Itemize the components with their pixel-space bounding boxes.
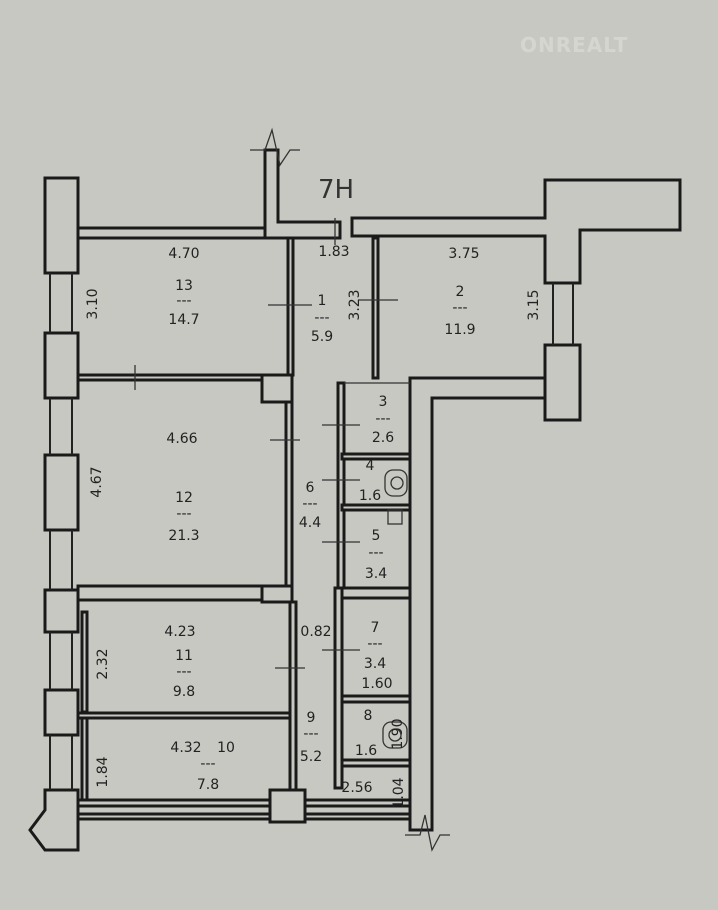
plan-label: --- (176, 506, 191, 522)
plan-label: --- (176, 664, 191, 680)
plan-label: 3.4 (365, 566, 387, 582)
walls (28, 127, 682, 852)
room-1: 1--- 5.9 (311, 293, 333, 345)
room-9: 9--- 5.2 (300, 710, 322, 765)
plan-label: 4.4 (299, 515, 321, 531)
plan-label: 1.84 (95, 756, 111, 787)
plan-label: --- (302, 496, 317, 512)
plan-label: --- (367, 636, 382, 652)
plan-label: 7 (371, 620, 380, 636)
apartment-title: 7Н (318, 175, 354, 205)
plan-label: --- (452, 300, 467, 316)
plan-label: 11.9 (444, 322, 475, 338)
plan-label: 1.6 (355, 743, 377, 759)
toilet-icon (384, 469, 408, 497)
plan-label: 1.60 (361, 676, 392, 692)
plan-label: 4.67 (89, 466, 105, 497)
room-6: 6--- 4.4 (299, 480, 321, 531)
plan-label: 2 (456, 284, 465, 300)
plan-label: 5 (372, 528, 381, 544)
plan-label: 12 (175, 490, 193, 506)
plan-label: --- (368, 545, 383, 561)
sink-icon (387, 509, 403, 525)
room-4: 41.6 (359, 458, 381, 504)
plan-label: 14.7 (168, 312, 199, 328)
plan-label: 3.75 (448, 246, 479, 262)
plan-label: 1.83 (318, 244, 349, 260)
room-labels: 13---14.7 1---5.9 2---11.9 3---2.6 41.6 … (168, 278, 475, 793)
plan-label: 21.3 (168, 528, 199, 544)
plan-label: 5.9 (311, 329, 333, 345)
plan-label: 2.32 (95, 648, 111, 679)
plan-label: 6 (306, 480, 315, 496)
plan-label: 11 (175, 648, 193, 664)
plan-label: 0.82 (300, 624, 331, 640)
room-13: 13--- 14.7 (168, 278, 199, 328)
plan-label: 1.90 (390, 718, 406, 749)
plan-label: 5.2 (300, 749, 322, 765)
plan-label: 1 (318, 293, 327, 309)
plan-label: 13 (175, 278, 193, 294)
plan-label: --- (200, 756, 215, 772)
plan-label: 4.23 (164, 624, 195, 640)
room-3: 3--- 2.6 (372, 394, 394, 446)
plan-label: 3.15 (526, 289, 542, 320)
plan-label: 9.8 (173, 684, 195, 700)
plan-label: --- (314, 310, 329, 326)
watermark-logo: ONREALT (520, 33, 628, 57)
plan-label: 2.6 (372, 430, 394, 446)
plan-label: 3.4 (364, 656, 386, 672)
plan-label: 2.56 (341, 780, 372, 796)
plan-label: 1.04 (391, 777, 407, 808)
room-7: 7--- 3.4 (364, 620, 386, 672)
plan-label: --- (176, 293, 191, 309)
plan-label: 1.6 (359, 488, 381, 504)
plan-label: 4.66 (166, 431, 197, 447)
plan-label: 4.70 (168, 246, 199, 262)
room-8: 81.6 (355, 708, 377, 759)
dimension-labels: 4.70 1.83 3.75 3.10 3.23 3.15 4.66 4.67 … (85, 244, 542, 809)
plan-label: 4.32 (170, 740, 201, 756)
room-12: 12--- 21.3 (168, 490, 199, 544)
plan-label: 4 (366, 458, 375, 474)
toilet-icon-2 (382, 721, 408, 749)
plan-label: 10 (217, 740, 235, 756)
room-10: 10--- 7.8 (197, 740, 235, 793)
plan-label: --- (303, 726, 318, 742)
room-2: 2--- 11.9 (444, 284, 475, 338)
plan-label: 3 (379, 394, 388, 410)
plan-label: 9 (307, 710, 316, 726)
plan-label: --- (375, 411, 390, 427)
plan-label: 3.23 (347, 289, 363, 320)
plan-label: 7.8 (197, 777, 219, 793)
room-11: 11--- 9.8 (173, 648, 195, 700)
room-5: 5--- 3.4 (365, 528, 387, 582)
plan-label: 8 (364, 708, 373, 724)
plan-label: 3.10 (85, 288, 101, 319)
